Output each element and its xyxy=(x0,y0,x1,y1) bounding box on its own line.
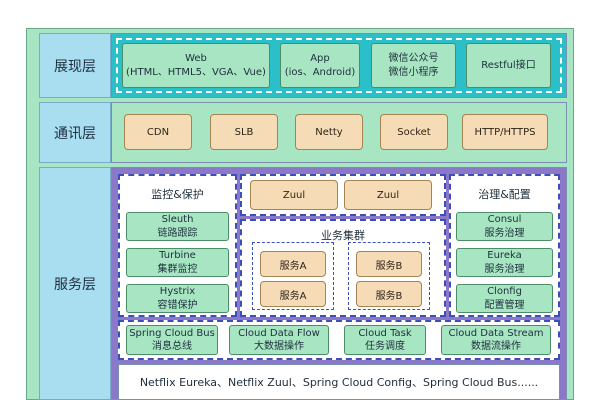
governance-item-eureka-name: Eureka xyxy=(487,250,522,261)
presentation-item-app: App (ios、Android) xyxy=(280,43,360,88)
presentation-item-web-detail: (HTML、HTML5、VGA、Vue) xyxy=(126,66,266,78)
presentation-item-restful-name: Restful接口 xyxy=(481,59,536,71)
tool-cloud-data-flow: Cloud Data Flow 大数据操作 xyxy=(229,325,329,355)
comm-item-netty-label: Netty xyxy=(315,126,343,138)
presentation-item-web-name: Web xyxy=(185,53,207,64)
governance-item-eureka: Eureka 服务治理 xyxy=(456,248,553,277)
governance-item-consul-name: Consul xyxy=(487,214,522,225)
presentation-item-restful: Restful接口 xyxy=(466,43,551,88)
presentation-item-app-detail: (ios、Android) xyxy=(284,66,356,78)
communication-layer-label: 通讯层 xyxy=(39,102,111,163)
governance-item-consul: Consul 服务治理 xyxy=(456,212,553,241)
monitor-item-hystrix: Hystrix 容错保护 xyxy=(126,284,229,313)
monitor-item-sleuth-desc: 链路跟踪 xyxy=(157,227,198,239)
presentation-layer-dash xyxy=(116,38,562,93)
tool-cloud-data-stream: Cloud Data Stream 数据流操作 xyxy=(441,325,551,355)
service-a-1: 服务A xyxy=(260,251,326,277)
service-b-1-label: 服务B xyxy=(375,260,403,272)
presentation-item-wechat-line1: 微信公众号 xyxy=(388,53,439,64)
comm-item-socket-label: Socket xyxy=(397,126,431,138)
tool-spring-cloud-bus-desc: 消息总线 xyxy=(152,341,192,352)
governance-item-consul-desc: 服务治理 xyxy=(484,227,525,239)
tool-spring-cloud-bus: Spring Cloud Bus 消息总线 xyxy=(126,325,218,355)
comm-item-cdn-label: CDN xyxy=(146,126,170,138)
comm-item-slb-label: SLB xyxy=(234,126,254,138)
monitor-item-turbine-desc: 集群监控 xyxy=(157,263,198,275)
monitor-item-sleuth-name: Sleuth xyxy=(161,214,194,225)
governance-item-eureka-desc: 服务治理 xyxy=(484,263,525,275)
service-b-2: 服务B xyxy=(356,281,422,307)
monitor-item-hystrix-desc: 容错保护 xyxy=(157,299,198,311)
gateway-zuul-2-label: Zuul xyxy=(376,189,400,201)
service-a-1-label: 服务A xyxy=(279,260,307,272)
tool-cloud-task: Cloud Task 任务调度 xyxy=(344,325,426,355)
tool-cloud-task-name: Cloud Task xyxy=(358,327,412,339)
service-layer-label: 服务层 xyxy=(39,167,111,400)
monitor-item-hystrix-name: Hystrix xyxy=(159,286,196,297)
cluster-group-a xyxy=(252,242,334,310)
service-a-2: 服务A xyxy=(260,281,326,307)
service-a-2-label: 服务A xyxy=(279,290,307,302)
presentation-layer-title: 展现层 xyxy=(54,58,96,75)
tool-spring-cloud-bus-name: Spring Cloud Bus xyxy=(129,327,215,339)
governance-item-config-desc: 配置管理 xyxy=(484,299,525,311)
communication-layer-title: 通讯层 xyxy=(54,125,96,142)
comm-item-http: HTTP/HTTPS xyxy=(462,114,548,150)
presentation-item-wechat: 微信公众号 微信小程序 xyxy=(371,43,456,88)
service-b-1: 服务B xyxy=(356,251,422,277)
governance-panel-title: 治理&配置 xyxy=(478,188,531,201)
gateway-zuul-1: Zuul xyxy=(250,180,338,210)
tool-cloud-data-stream-name: Cloud Data Stream xyxy=(448,327,544,339)
components-footer-text: Netflix Eureka、Netflix Zuul、Spring Cloud… xyxy=(139,376,539,389)
monitor-item-turbine: Turbine 集群监控 xyxy=(126,248,229,277)
governance-item-config-name: Clonfig xyxy=(487,286,522,297)
service-layer-title: 服务层 xyxy=(54,276,96,293)
monitor-panel-title: 监控&保护 xyxy=(151,188,204,201)
presentation-item-wechat-line2: 微信小程序 xyxy=(388,66,439,78)
comm-item-netty: Netty xyxy=(295,114,363,150)
presentation-item-web: Web (HTML、HTML5、VGA、Vue) xyxy=(122,43,270,88)
cluster-group-b xyxy=(348,242,430,310)
comm-item-cdn: CDN xyxy=(124,114,192,150)
service-b-2-label: 服务B xyxy=(375,290,403,302)
tool-cloud-data-stream-desc: 数据流操作 xyxy=(471,341,521,352)
cluster-panel-title: 业务集群 xyxy=(321,229,365,242)
comm-item-http-label: HTTP/HTTPS xyxy=(474,126,536,138)
components-footer: Netflix Eureka、Netflix Zuul、Spring Cloud… xyxy=(118,364,560,400)
monitor-item-turbine-name: Turbine xyxy=(159,250,196,261)
gateway-zuul-1-label: Zuul xyxy=(282,189,306,201)
comm-item-socket: Socket xyxy=(380,114,448,150)
comm-item-slb: SLB xyxy=(210,114,278,150)
tool-cloud-data-flow-desc: 大数据操作 xyxy=(254,341,304,352)
monitor-item-sleuth: Sleuth 链路跟踪 xyxy=(126,212,229,241)
tool-cloud-task-desc: 任务调度 xyxy=(365,341,405,352)
tool-cloud-data-flow-name: Cloud Data Flow xyxy=(238,327,320,339)
presentation-item-app-name: App xyxy=(310,53,330,64)
governance-item-config: Clonfig 配置管理 xyxy=(456,284,553,313)
presentation-layer-label: 展现层 xyxy=(39,33,111,98)
gateway-zuul-2: Zuul xyxy=(344,180,432,210)
